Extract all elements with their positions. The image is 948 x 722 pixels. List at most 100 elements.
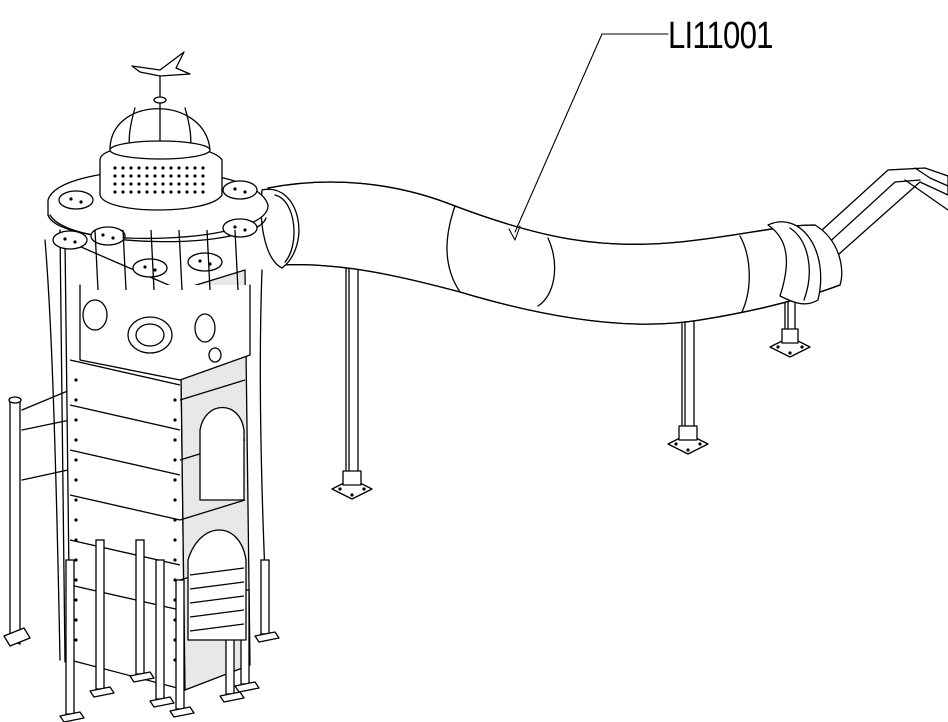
tower-structure [3,51,280,722]
panel-bolt [74,518,78,522]
panel-bolt [74,378,78,382]
tower-leg-7-foot [234,681,260,693]
panel-bolt [173,518,177,522]
panel-bolt [173,418,177,422]
dome-perforation [121,182,125,186]
dome-perforation [145,182,149,186]
porthole-left [82,299,108,331]
callout-arrowhead [508,225,521,241]
deck-pad-6-bolt [233,187,237,191]
dome-perforation [161,182,165,186]
slide-chute-exit [799,167,948,263]
deck-pad-3 [132,258,168,278]
ladder-rung [189,567,245,576]
dome-perforation [201,166,205,170]
deck-pad-7-bolt [63,237,67,241]
dome-rim [109,140,211,160]
front-panel-line [69,404,181,431]
callout-leader-line [514,33,669,233]
support-post-1-bolt [338,487,342,491]
part-number-label: LI11001 [668,15,773,57]
deck-pad-3-bolt [143,265,147,269]
dome-perforation [193,174,197,178]
deck-pad-3-bolt [153,268,157,272]
deck-pad-6 [222,180,258,200]
tower-leg-6-foot [219,691,245,703]
deck-strut [150,229,155,291]
dome-perforation [137,166,141,170]
tube-seam-1 [446,205,461,293]
dome-perforation [169,174,173,178]
support-post-2-collar [678,425,698,441]
front-panel-line [69,449,181,476]
tower-leg-1-foot [59,711,85,722]
deck-pad-5-bolt [233,225,237,229]
dome-perforation [193,166,197,170]
tube-top-edge [267,181,816,246]
support-post-3-bolt [776,345,780,349]
ladder-rung [189,623,245,632]
panel-bolt [173,478,177,482]
tube-exit-ring [789,227,810,301]
callout-leader [508,33,669,241]
dome-perforation [201,182,205,186]
panel-bolt [74,558,78,562]
panel-bolt [74,578,78,582]
side-rail-lower [21,469,69,481]
ladder-rung [189,581,245,590]
tower-leg-8 [260,559,270,635]
panel-bolt [74,638,78,642]
tower-leg-2 [95,539,105,690]
dome-perforation [185,182,189,186]
dome-perforation [145,174,149,178]
dome-perforation [185,166,189,170]
side-post-left [9,397,21,645]
small-port [208,347,222,363]
panel-bolt [173,438,177,442]
support-post-1 [331,267,373,500]
side-panel-line [179,379,246,401]
deck-pad-6-bolt [243,190,247,194]
dome-perforation [177,190,181,194]
dome-perforation [121,174,125,178]
slide-chute-lip-lower [904,179,948,211]
dome-perforation [185,190,189,194]
support-post-2 [667,317,709,455]
deck-pad-7 [52,230,88,250]
dome-perforation [113,174,117,178]
ladder-rung [189,595,245,604]
panel-bolt [173,458,177,462]
deck-strut [234,229,239,291]
dome-perforation [185,174,189,178]
dome-perforation [169,190,173,194]
dome-perforation [153,182,157,186]
slide-chute-rail [811,179,921,259]
side-post-base [3,627,31,647]
dome-perforation [129,166,133,170]
support-post-2-bolt [686,448,690,452]
dome-perforation [121,190,125,194]
tower-leg-2-foot [89,686,115,698]
dome-perforation [177,166,181,170]
dome-perforation [129,182,133,186]
panel-bolt [173,558,177,562]
dome-perforation [177,182,181,186]
deck-strut [122,229,127,291]
dome-perforation [193,182,197,186]
side-post-cap [8,396,22,404]
deck-pad-5-bolt [243,228,247,232]
dome-perforation [121,166,125,170]
deck-pad-2-bolt [101,233,105,237]
dome-perforation [113,190,117,194]
deck-pad-2-bolt [111,236,115,240]
deck-pad-4 [187,252,223,272]
tube-bottom-edge [279,263,841,325]
dome-perforation [161,190,165,194]
tower-left-upright [44,239,61,661]
deck-strut [94,229,99,291]
side-panel-line [179,499,246,521]
panel-bolt [74,438,78,442]
tube-slide [260,167,948,500]
support-post-3-bolt [800,345,804,349]
tube-exit-flange [767,221,822,305]
